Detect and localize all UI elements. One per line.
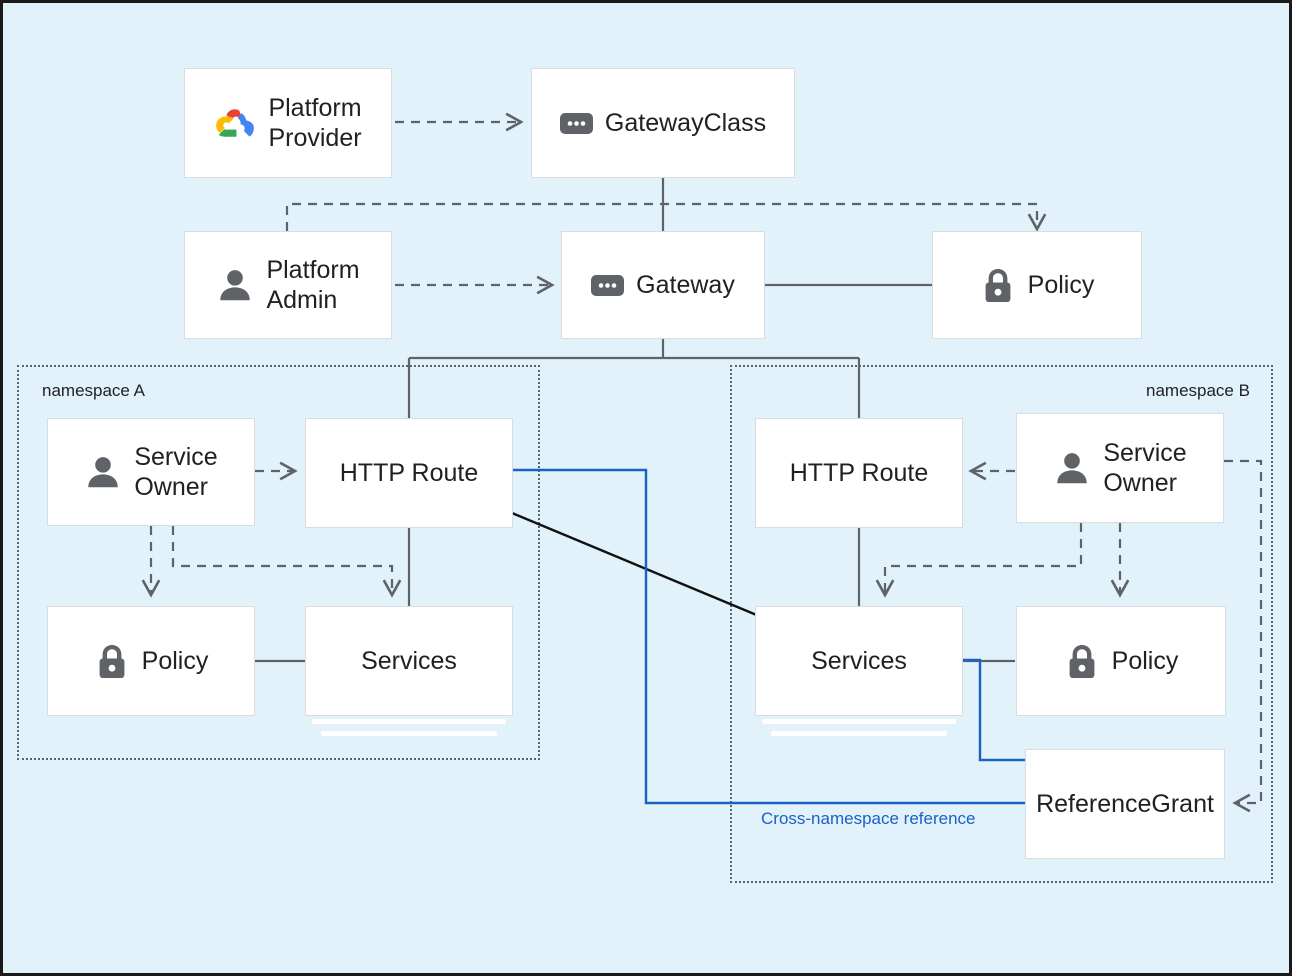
node-label: HTTP Route: [789, 458, 929, 487]
node-label: Services: [361, 646, 457, 675]
connector-layer: [141, 112, 1263, 813]
node-label: Services: [811, 646, 907, 675]
node-label: ReferenceGrant: [1036, 789, 1214, 818]
node-label: HTTP Route: [339, 458, 479, 487]
namespace-b-label: namespace B: [1146, 381, 1250, 400]
namespace-a-container: [17, 365, 540, 760]
node-label: Gateway: [636, 270, 735, 299]
node-platform-provider[interactable]: Platform Provider: [184, 68, 392, 178]
services-a-stack-line-1: [312, 719, 506, 724]
edge-gateway-to-httproutes: [407, 339, 861, 418]
gateway-chip-icon: [591, 274, 625, 296]
cross-namespace-reference-label: Cross-namespace reference: [761, 809, 976, 828]
node-policy-top[interactable]: Policy: [932, 231, 1142, 339]
edge-admin-to-policy: [285, 202, 1047, 232]
edge-owner-b-to-referencegrant: [1224, 459, 1263, 813]
google-cloud-logo-icon: [216, 109, 255, 137]
gateway-chip-icon: [559, 112, 593, 134]
node-label: Policy: [1027, 270, 1095, 299]
namespace-b-container: [730, 365, 1273, 883]
node-label: Policy: [141, 646, 209, 675]
lock-icon: [99, 645, 125, 678]
node-platform-admin[interactable]: Platform Admin: [184, 231, 392, 339]
node-label: Platform Admin: [266, 255, 360, 315]
person-icon: [220, 270, 251, 301]
services-a-stack-line-2: [321, 731, 497, 736]
node-gatewayclass[interactable]: GatewayClass: [531, 68, 795, 178]
node-gateway[interactable]: Gateway: [561, 231, 765, 339]
person-icon: [1057, 453, 1088, 484]
lock-icon: [1069, 645, 1095, 678]
person-icon: [88, 457, 119, 488]
node-label: Service Owner: [134, 442, 218, 502]
node-label: Policy: [1111, 646, 1179, 675]
edge-route-a-to-services-b: [511, 511, 760, 618]
node-http-route-a[interactable]: HTTP Route: [305, 418, 513, 528]
node-reference-grant[interactable]: ReferenceGrant: [1025, 749, 1225, 859]
node-policy-b[interactable]: Policy: [1016, 606, 1226, 716]
node-policy-a[interactable]: Policy: [47, 606, 255, 716]
edge-owner-a-to-services-a: [171, 526, 402, 598]
node-label: Platform Provider: [268, 93, 362, 153]
node-services-a[interactable]: Services: [305, 606, 513, 716]
node-label: Service Owner: [1103, 438, 1187, 498]
node-service-owner-a[interactable]: Service Owner: [47, 418, 255, 526]
node-label: GatewayClass: [604, 108, 767, 137]
node-service-owner-b[interactable]: Service Owner: [1016, 413, 1224, 523]
services-b-stack-line-2: [771, 731, 947, 736]
namespace-a-label: namespace A: [42, 381, 146, 400]
node-http-route-b[interactable]: HTTP Route: [755, 418, 963, 528]
node-services-b[interactable]: Services: [755, 606, 963, 716]
edge-owner-b-to-services-b: [875, 523, 1083, 598]
lock-icon: [985, 269, 1011, 302]
services-b-stack-line-1: [762, 719, 956, 724]
xref-services-b-to-referencegrant: [961, 658, 1025, 762]
xref-route-a-to-referencegrant: [512, 468, 1025, 805]
